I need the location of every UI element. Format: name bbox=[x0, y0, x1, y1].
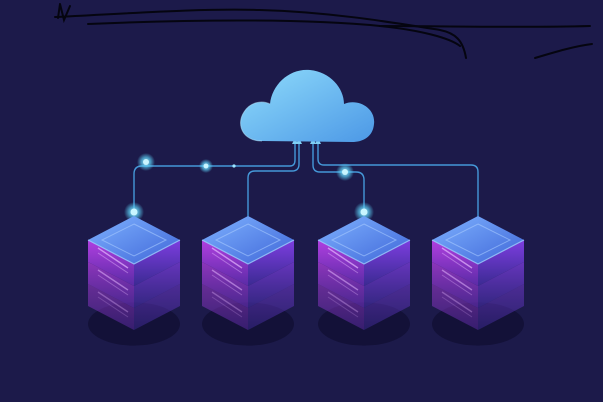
server-led-strip bbox=[441, 269, 473, 291]
server-top-rim bbox=[431, 239, 525, 265]
server-layer-side bbox=[88, 262, 134, 308]
node-dot bbox=[143, 159, 149, 165]
server-led-strip bbox=[441, 252, 473, 274]
server-led-strip bbox=[327, 274, 359, 296]
server-layer-side bbox=[248, 284, 294, 330]
server-top-panel bbox=[444, 223, 512, 257]
server-led-strip bbox=[327, 296, 359, 318]
server-stack bbox=[317, 216, 411, 346]
server-layer-side bbox=[432, 240, 478, 286]
scribble-marks bbox=[54, 3, 593, 59]
server-top-rim bbox=[201, 239, 295, 265]
cloud-icon bbox=[240, 69, 375, 142]
server-led-strip bbox=[97, 296, 129, 318]
server-layer-side bbox=[432, 284, 478, 330]
server-layer-side bbox=[202, 284, 248, 330]
server-layer-side bbox=[364, 284, 410, 330]
server-stack bbox=[201, 216, 295, 346]
server-led-strip bbox=[441, 291, 473, 313]
server-stack bbox=[431, 216, 525, 346]
server-top-panel bbox=[214, 223, 282, 257]
server-led-strip bbox=[327, 252, 359, 274]
server-led-strip bbox=[97, 269, 129, 291]
node-dot bbox=[130, 208, 138, 216]
server-stack bbox=[87, 216, 181, 346]
server-led-strip bbox=[211, 274, 243, 296]
server-layer-side bbox=[88, 284, 134, 330]
server-layer-side bbox=[202, 262, 248, 308]
server-layer-side bbox=[248, 240, 294, 286]
server-led-strip bbox=[441, 274, 473, 296]
server-layer-side bbox=[478, 240, 524, 286]
server-layer-side bbox=[248, 262, 294, 308]
server-top-panel bbox=[100, 223, 168, 257]
server-led-strip bbox=[97, 291, 129, 313]
server-led-strip bbox=[97, 274, 129, 296]
server-led-strip bbox=[327, 269, 359, 291]
node-dot bbox=[232, 164, 236, 168]
server-layer-side bbox=[134, 262, 180, 308]
server-layer-side bbox=[134, 284, 180, 330]
server-led-strip bbox=[211, 269, 243, 291]
server-top-rim bbox=[317, 239, 411, 265]
server-stacks bbox=[87, 216, 525, 346]
server-layer-side bbox=[364, 262, 410, 308]
node-dot bbox=[342, 169, 348, 175]
server-layer-side bbox=[88, 240, 134, 286]
server-layer-side bbox=[134, 240, 180, 286]
server-led-strip bbox=[211, 247, 243, 269]
server-layer-side bbox=[318, 240, 364, 286]
server-top-rim bbox=[87, 239, 181, 265]
server-led-strip bbox=[211, 252, 243, 274]
server-layer-side bbox=[478, 262, 524, 308]
server-led-strip bbox=[97, 252, 129, 274]
connection-nodes bbox=[124, 153, 374, 222]
server-layer-side bbox=[318, 262, 364, 308]
server-layer-side bbox=[364, 240, 410, 286]
node-dot bbox=[360, 208, 368, 216]
server-top-panel bbox=[330, 223, 398, 257]
server-led-strip bbox=[441, 296, 473, 318]
node-dot bbox=[203, 163, 209, 169]
server-layer-side bbox=[318, 284, 364, 330]
server-led-strip bbox=[441, 247, 473, 269]
server-led-strip bbox=[211, 296, 243, 318]
server-layer-side bbox=[202, 240, 248, 286]
server-led-strip bbox=[327, 291, 359, 313]
connector-lines bbox=[133, 140, 479, 218]
server-layer-side bbox=[432, 262, 478, 308]
server-led-strip bbox=[97, 247, 129, 269]
server-layer-side bbox=[478, 284, 524, 330]
server-led-strip bbox=[327, 247, 359, 269]
server-led-strip bbox=[211, 291, 243, 313]
